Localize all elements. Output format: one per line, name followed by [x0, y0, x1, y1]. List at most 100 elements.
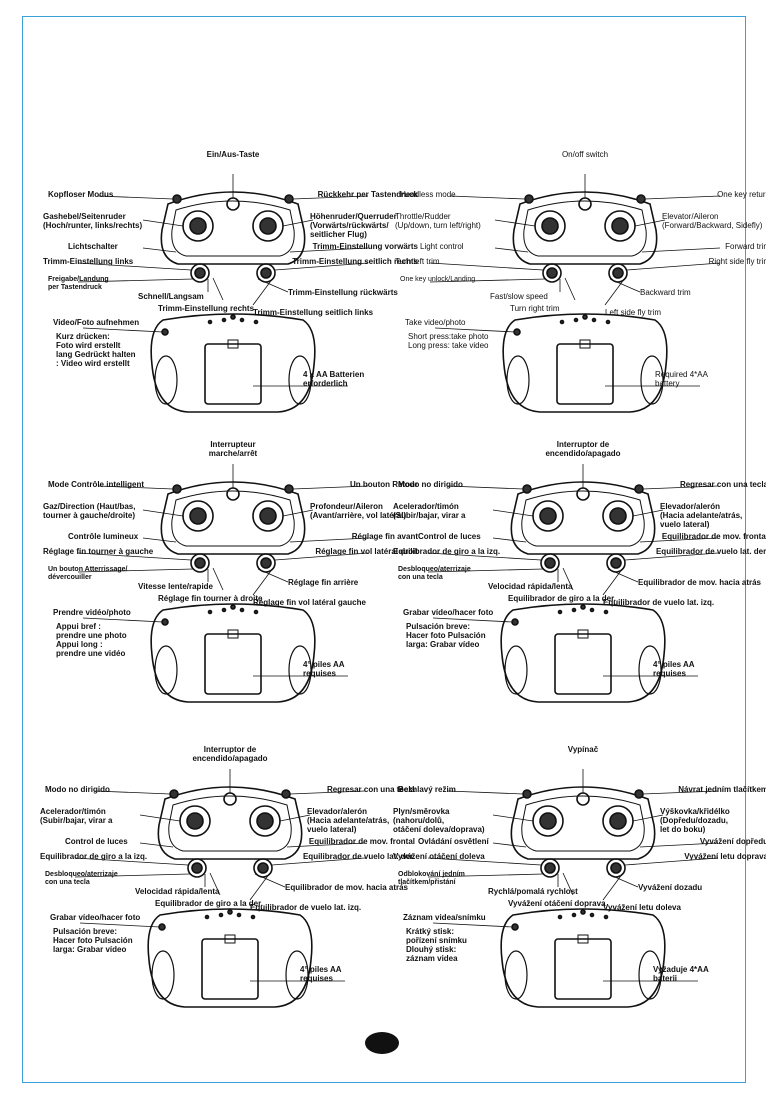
- controller-diagram: [427, 464, 719, 703]
- forward-trim-label: Vyvážení dopředu: [699, 837, 766, 846]
- power-switch-label: Interrupteur marche/arrêt: [208, 440, 258, 458]
- video-photo-description: Pulsación breve: Hacer foto Pulsación la…: [53, 927, 133, 954]
- controller-body: [512, 191, 658, 265]
- elevator-aileron-label: Profondeur/Aileron (Avant/arrière, vol l…: [310, 502, 407, 520]
- left-trim-pad-icon: [540, 553, 560, 573]
- speed-label: Velocidad rápida/lenta: [488, 582, 573, 591]
- throttle-rudder-label: Throttle/Rudder (Up/down, turn left/righ…: [395, 212, 481, 230]
- video-photo-description: Pulsación breve: Hacer foto Pulsación la…: [406, 622, 486, 649]
- one-key-return-label: One key return: [717, 190, 766, 199]
- controller-back: [150, 603, 316, 703]
- left-trim-pad-icon: [190, 553, 210, 573]
- controller-back: [500, 908, 666, 1008]
- headless-button-icon: [522, 484, 532, 494]
- one-key-return-label: Rückkehr per Tastendruck: [317, 190, 418, 199]
- power-button-icon: [576, 487, 590, 501]
- controller-back: [502, 313, 668, 413]
- throttle-rudder-label: Acelerador/timón (Subir/bajar, virar a: [40, 807, 113, 825]
- power-switch-label: Interruptor de encendido/apagado: [192, 745, 268, 763]
- forward-trim-label: Equilibrador de mov. frontal: [661, 532, 766, 541]
- battery-requirement-label: Vyžaduje 4*AA baterii: [653, 965, 709, 983]
- light-control-label: Lichtschalter: [68, 242, 118, 251]
- speed-label: Schnell/Langsam: [138, 292, 204, 301]
- elevator-aileron-label: Elevator/Aileron (Forward/Backward, Side…: [662, 212, 763, 230]
- forward-trim-label: Equilibrador de mov. frontal: [308, 837, 415, 846]
- one-key-return-label: Regresar con una tecla: [326, 785, 415, 794]
- right-trim-label: Equilibrador de giro a la der.: [155, 899, 264, 908]
- right-trim-pad-icon: [256, 553, 276, 573]
- left-trim-label: Réglage fin tourner à gauche: [43, 547, 154, 556]
- headless-mode-label: Modo no dirigido: [45, 785, 110, 794]
- left-trim-label: Equilibrador de giro a la izq.: [40, 852, 148, 861]
- controller-back: [150, 313, 316, 413]
- throttle-rudder-label: Acelerador/timón (Subir/bajar, virar a: [393, 502, 466, 520]
- side-right-trim-label: Vyvážení letu doprava: [684, 852, 766, 861]
- return-button-icon: [634, 484, 644, 494]
- controller-diagram: [74, 769, 366, 1008]
- video-photo-description: Short press:take photo Long press: take …: [408, 332, 489, 350]
- unlock-landing-label: Desbloqueo/aterrizaje con una tecla: [45, 871, 118, 886]
- manual-panel-es-3: Interruptor de encendido/apagado Modo no…: [393, 440, 766, 720]
- headless-button-icon: [172, 484, 182, 494]
- side-left-trim-label: Réglage fin vol latéral gauche: [253, 598, 366, 607]
- forward-trim-label: Trimm-Einstellung vorwärts: [312, 242, 418, 251]
- video-photo-label: Prendre vidéo/photo: [53, 608, 131, 617]
- power-switch-label: Interruptor de encendido/apagado: [545, 440, 621, 458]
- throttle-rudder-label: Plyn/směrovka (nahoru/dolů, otáčení dole…: [393, 807, 485, 834]
- left-trim-label: Vyvážení otáčení doleva: [393, 852, 485, 861]
- light-control-label: Control de luces: [418, 532, 481, 541]
- backward-trim-label: Equilibrador de mov. hacia atrás: [638, 578, 761, 587]
- power-button-icon: [576, 792, 590, 806]
- headless-button-icon: [522, 789, 532, 799]
- backward-trim-label: Vyvážení dozadu: [638, 883, 703, 892]
- unlock-landing-label: Un bouton Atterrissage/ dévercouiller: [48, 566, 128, 581]
- power-button-icon: [226, 197, 240, 211]
- video-photo-description: Kurz drücken: Foto wird erstellt lang Ge…: [56, 332, 136, 368]
- controller-diagram: [429, 174, 721, 413]
- throttle-rudder-label: Gaz/Direction (Haut/bas, tourner à gauch…: [43, 502, 136, 520]
- side-left-trim-label: Trimm-Einstellung seitlich links: [253, 308, 374, 317]
- return-button-icon: [636, 194, 646, 204]
- video-photo-label: Grabar vídeo/hacer foto: [403, 608, 494, 617]
- manual-panel-fr-2: Interrupteur marche/arrêt Mode Contrôle …: [43, 440, 418, 720]
- side-right-trim-label: Réglage fin vol latéral droit: [315, 547, 418, 556]
- return-button-icon: [281, 789, 291, 799]
- power-switch-label: Vypínač: [567, 745, 599, 754]
- right-trim-pad-icon: [253, 858, 273, 878]
- controller-back: [147, 908, 313, 1008]
- unlock-landing-label: Odblokování jedním tlačítkem/přistání: [398, 871, 465, 886]
- side-left-trim-label: Vyvážení letu doleva: [603, 903, 681, 912]
- speed-label: Rychlá/pomalá rychlost: [488, 887, 578, 896]
- power-button-icon: [226, 487, 240, 501]
- speed-label: Vitesse lente/rapide: [138, 582, 213, 591]
- right-trim-label: Equilibrador de giro a la der.: [508, 594, 617, 603]
- left-trim-pad-icon: [540, 858, 560, 878]
- right-trim-pad-icon: [606, 553, 626, 573]
- return-button-icon: [284, 194, 294, 204]
- battery-requirement-label: 4 x AA Batterien erforderlich: [303, 370, 365, 388]
- speed-label: Fast/slow speed: [490, 292, 548, 301]
- video-photo-label: Take video/photo: [405, 318, 466, 327]
- unlock-landing-label: One key unlock/Landing: [400, 276, 476, 283]
- elevator-aileron-label: Elevador/alerón (Hacia adelante/atrás, v…: [660, 502, 743, 529]
- headless-mode-label: Kopfloser Modus: [48, 190, 114, 199]
- page-border: [22, 16, 746, 1083]
- left-trim-pad-icon: [190, 263, 210, 283]
- video-photo-label: Záznam videa/snímku: [403, 913, 486, 922]
- headless-mode-label: Headless mode: [400, 190, 456, 199]
- side-right-trim-label: Trimm-Einstellung seitlich rechts: [292, 257, 418, 266]
- manual-panel-en-1: On/off switch Headless mode One key retu…: [395, 150, 766, 430]
- controller-body: [510, 786, 656, 860]
- left-trim-label: Trimm-Einstellung links: [43, 257, 134, 266]
- left-trim-label: Equilibrador de giro a la izq.: [393, 547, 501, 556]
- battery-compartment: [201, 938, 259, 1000]
- light-control-label: Control de luces: [65, 837, 128, 846]
- left-trim-label: Turn left trim: [395, 257, 440, 266]
- elevator-aileron-label: Výškovka/křidélko (Dopředu/dozadu, let d…: [660, 807, 730, 834]
- battery-requirement-label: 4° piles AA requises: [300, 965, 342, 983]
- backward-trim-label: Equilibrador de mov. hacia atrás: [285, 883, 408, 892]
- side-right-trim-label: Equilibrador de vuelo lat. der.: [302, 852, 415, 861]
- video-photo-description: Krátký stisk: pořízení snímku Dlouhý sti…: [406, 927, 467, 963]
- headless-mode-label: Mode Contrôle intelligent: [48, 480, 144, 489]
- one-key-return-label: Návrat jedním tlačítkem: [678, 785, 766, 794]
